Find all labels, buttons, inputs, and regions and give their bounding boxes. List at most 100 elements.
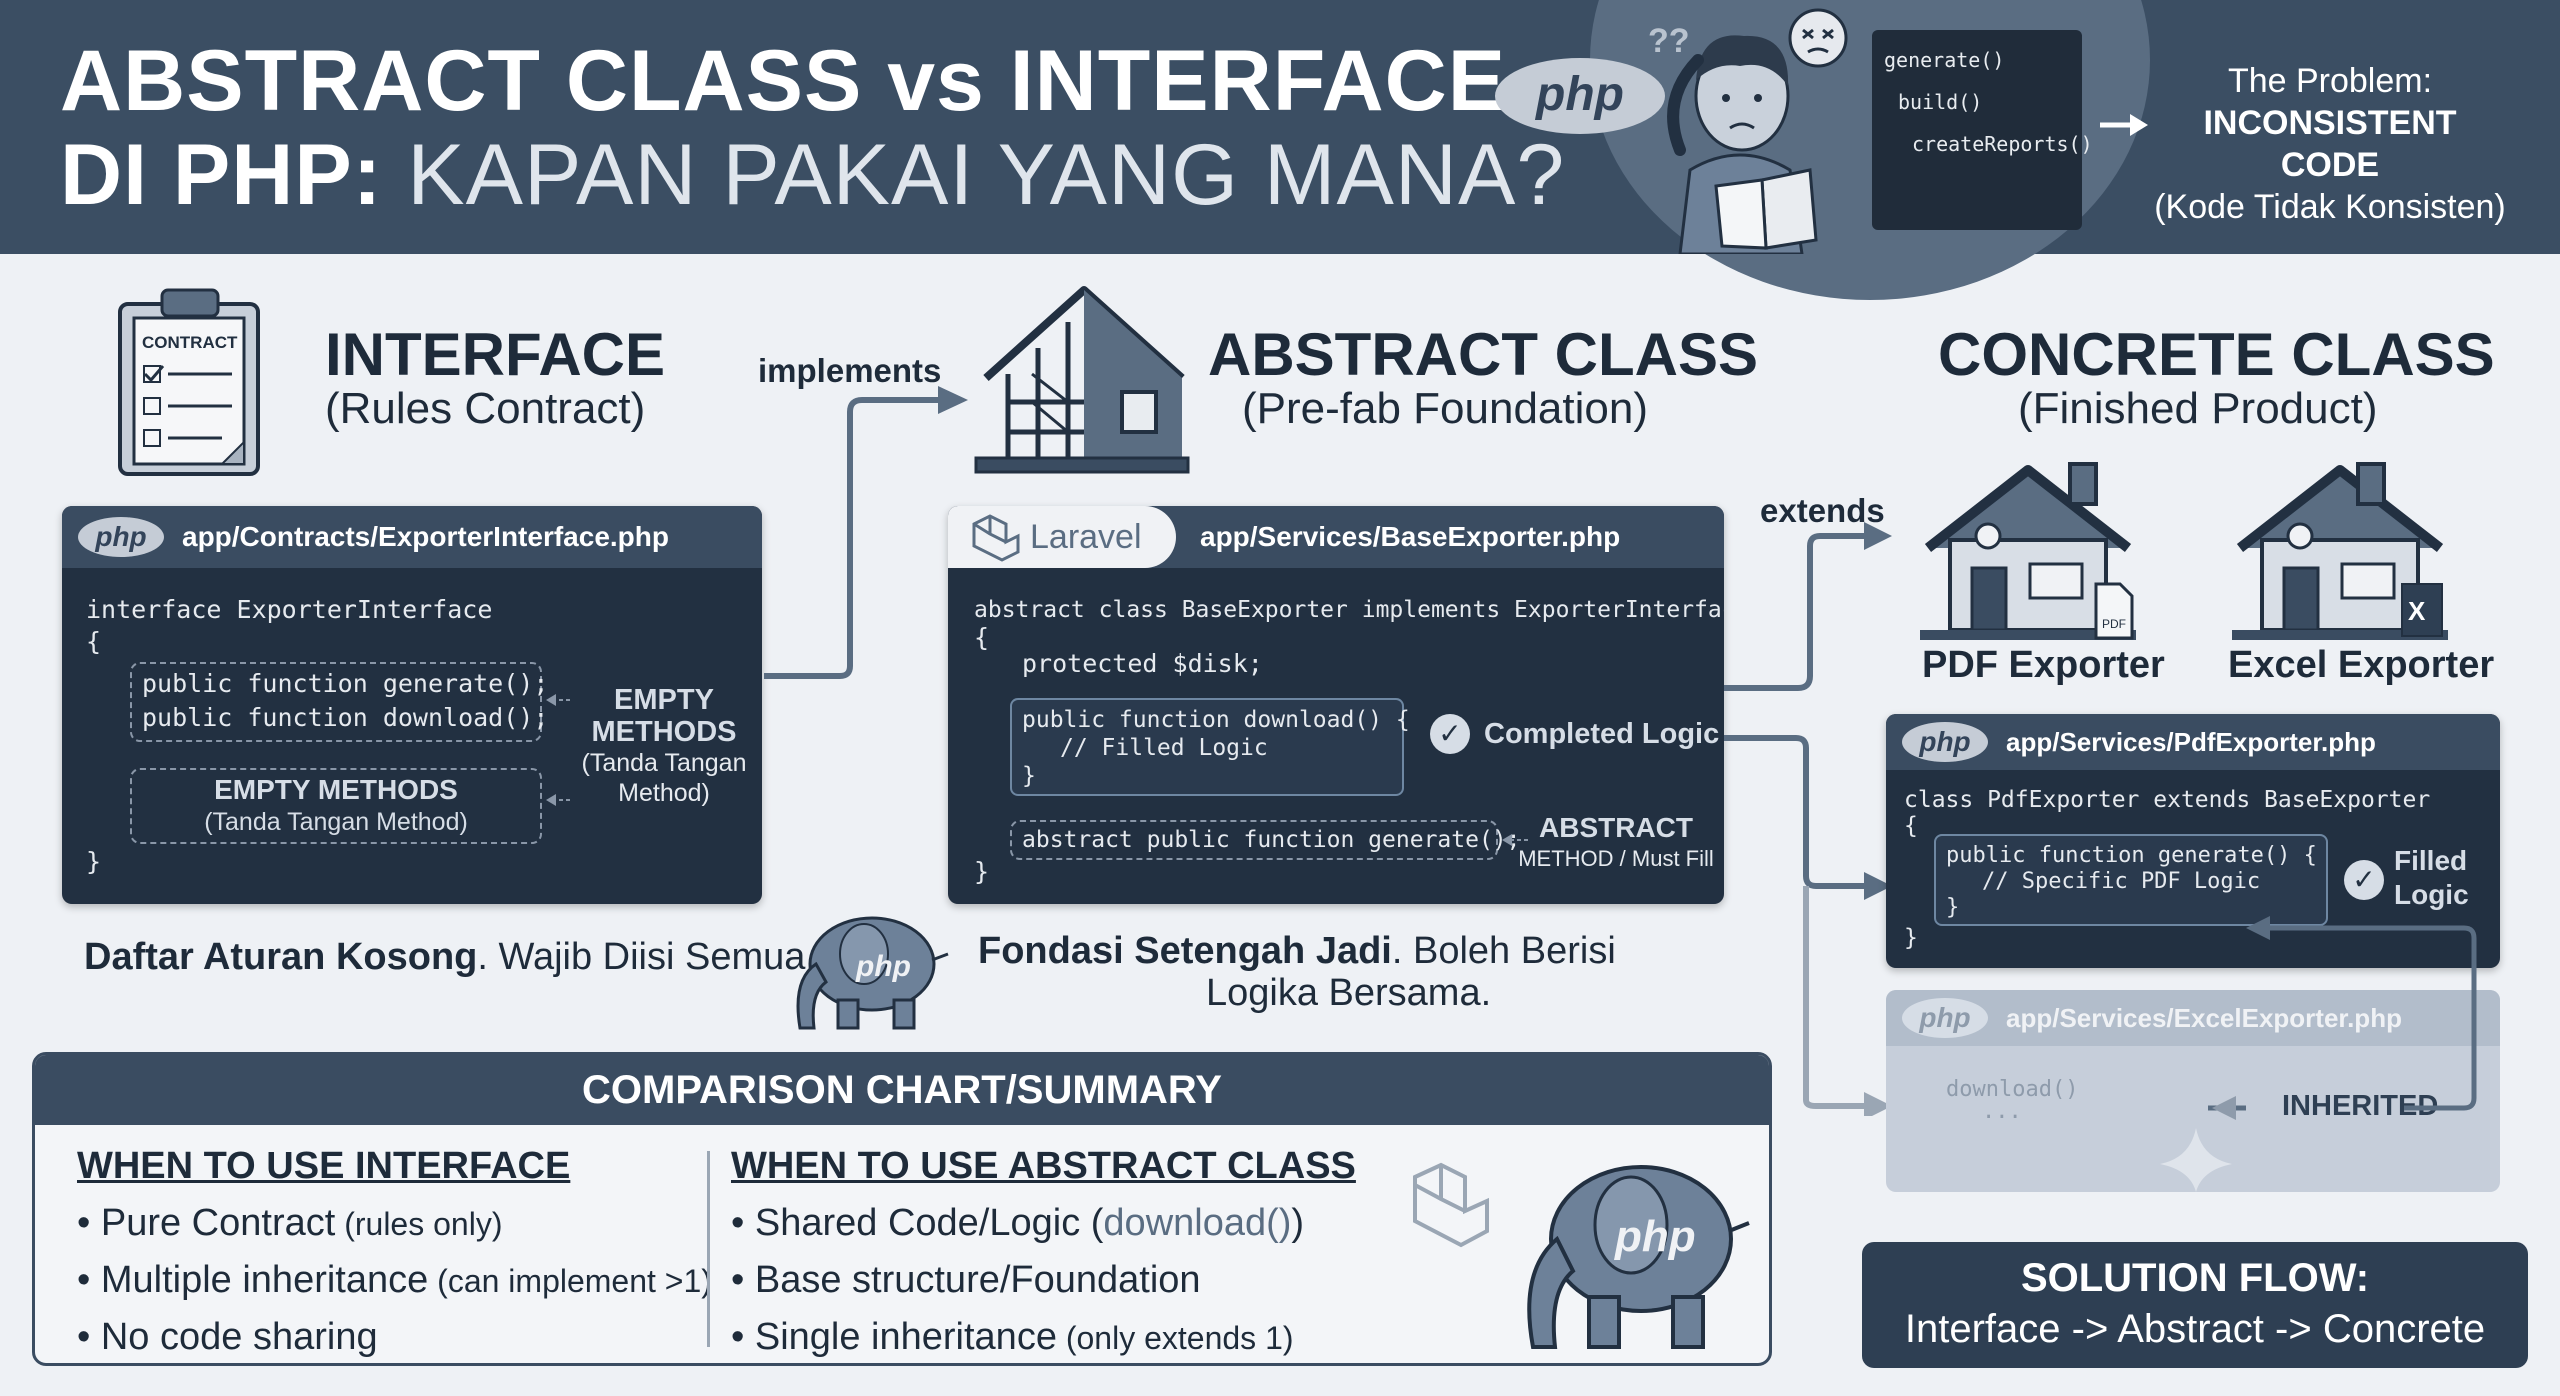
laravel-logo-icon — [972, 514, 1020, 562]
code-line: // Specific PDF Logic — [1982, 869, 2261, 894]
code-line: public function generate() { — [1946, 843, 2317, 868]
clipboard-label: CONTRACT — [142, 333, 238, 352]
check-icon: ✓ — [1430, 714, 1470, 754]
title-bold-part: DI PHP: — [60, 127, 383, 223]
problem-title: INCONSISTENT CODE — [2203, 104, 2457, 184]
interface-usage-title: WHEN TO USE INTERFACE — [77, 1145, 571, 1187]
page-title-line1: ABSTRACT CLASS vs INTERFACE — [60, 33, 1507, 129]
laravel-logo-pill: Laravel — [948, 506, 1176, 568]
code-line: public function generate(); — [142, 669, 549, 698]
file-path: app/Services/PdfExporter.php — [2006, 726, 2376, 757]
list-item: • Multiple inheritance (can implement >1… — [77, 1259, 712, 1302]
code-line: // Filled Logic — [1060, 735, 1268, 761]
pdf-exporter-label: PDF Exporter — [1922, 644, 2165, 686]
code-line: ... — [1982, 1099, 2022, 1124]
abstract-subtitle: (Pre-fab Foundation) — [1242, 384, 1648, 433]
completed-logic-label: Completed Logic — [1484, 717, 1720, 750]
bullet-note: (rules only) — [335, 1206, 503, 1242]
bullet-main: • Pure Contract — [77, 1202, 336, 1244]
bullet-main: • Base structure/Foundation — [731, 1259, 1201, 1301]
bullet-note: (can implement >1) — [428, 1263, 712, 1299]
list-item: • No code sharing — [77, 1316, 712, 1359]
code-line: } — [1904, 925, 1918, 951]
abstract-code-panel: Laravel app/Services/BaseExporter.php ab… — [948, 506, 1724, 904]
elephant-label: php — [1614, 1212, 1696, 1261]
bullet-main: • Multiple inheritance — [77, 1259, 429, 1301]
interface-usage-column: WHEN TO USE INTERFACE • Pure Contract (r… — [77, 1145, 712, 1359]
bullet-main: • Single inheritance — [731, 1316, 1057, 1358]
abstract-method-note-title: ABSTRACT — [1539, 812, 1693, 843]
problem-code-card: generate() build() createReports() — [1872, 30, 2093, 230]
filled-method-box — [1010, 698, 1404, 796]
confused-developer-icon: ?? — [1648, 8, 1848, 254]
filled-logic-note: Filled Logic — [2394, 844, 2469, 912]
concrete-subtitle: (Finished Product) — [2018, 384, 2378, 433]
code-line: { — [1904, 813, 1918, 839]
bullet-note: (only extends 1) — [1056, 1320, 1294, 1356]
code-line: class PdfExporter extends BaseExporter — [1904, 787, 2431, 813]
interface-title: INTERFACE — [325, 321, 666, 388]
svg-text:??: ?? — [1648, 22, 1690, 60]
arrow-right-icon — [2100, 114, 2148, 136]
code-line: download() — [1946, 1077, 2079, 1102]
empty-methods-subtitle: (Tanda Tangan Method) — [204, 808, 468, 836]
php-elephant-icon: php — [1527, 1165, 1750, 1349]
empty-methods-title: EMPTY METHODS — [214, 774, 458, 805]
extends-label: extends — [1760, 492, 1885, 529]
code-line: interface ExporterInterface — [86, 595, 493, 624]
comparison-summary: COMPARISON CHART/SUMMARY WHEN TO USE INT… — [32, 1052, 1772, 1366]
solution-flow-box: SOLUTION FLOW: Interface -> Abstract -> … — [1862, 1242, 2528, 1368]
implements-arrow-icon — [764, 386, 968, 679]
interface-caption: Daftar Aturan Kosong. Wajib Diisi Semua. — [84, 936, 816, 979]
abstract-caption-line2: Logika Bersama. — [1206, 972, 1492, 1014]
code-line: } — [974, 857, 990, 886]
empty-methods-side-title: EMPTY METHODS — [591, 684, 737, 748]
php-logo: php — [78, 517, 164, 557]
abstract-method-note-sub: METHOD / Must Fill — [1518, 846, 1714, 871]
excel-house-icon: X — [2232, 462, 2448, 640]
implements-label: implements — [758, 352, 942, 389]
inherited-arrow-icon — [2208, 916, 2477, 1120]
php-elephant-icon: php — [796, 916, 949, 1030]
abstract-usage-title: WHEN TO USE ABSTRACT CLASS — [731, 1145, 1356, 1187]
empty-methods-placeholder — [130, 768, 542, 844]
list-item: • Base structure/Foundation — [731, 1259, 1356, 1302]
sparkle-icon — [2160, 1128, 2232, 1192]
dashed-pointer-icon — [1502, 834, 1528, 846]
bullet-end: ) — [1291, 1202, 1305, 1244]
code-line: } — [1022, 763, 1036, 789]
bullet-code: download() — [1103, 1202, 1292, 1244]
php-logo: php — [1495, 58, 1665, 134]
problem-code-line: build() — [1898, 90, 1983, 114]
excel-code-panel: php app/Services/ExcelExporter.php downl… — [1886, 990, 2500, 1192]
caption-rest: . Boleh Berisi — [1391, 930, 1616, 972]
abstract-caption: Fondasi Setengah Jadi. Boleh Berisi — [978, 930, 1616, 973]
completed-logic-note: ✓ Completed Logic — [1430, 714, 1719, 754]
code-line: protected $disk; — [1022, 649, 1263, 678]
dashed-pointer-icon — [546, 694, 570, 806]
abstract-method-box — [1010, 820, 1498, 860]
problem-statement: The Problem: INCONSISTENT CODE (Kode Tid… — [2150, 60, 2510, 228]
interface-code-panel: php app/Contracts/ExporterInterface.php … — [62, 506, 762, 904]
laravel-wordmark: Laravel — [1030, 517, 1142, 556]
code-line: { — [974, 623, 990, 652]
elephant-label: php — [855, 950, 911, 983]
code-line: public function download(); — [142, 703, 549, 732]
php-logo: php — [1902, 998, 1988, 1038]
code-line: public function download() { — [1022, 707, 1410, 733]
panel-header: php app/Services/ExcelExporter.php — [1886, 990, 2500, 1046]
code-line: abstract class BaseExporter implements E… — [974, 597, 1724, 623]
list-item: • Pure Contract (rules only) — [77, 1202, 712, 1245]
list-item: • Shared Code/Logic (download()) — [731, 1202, 1356, 1245]
page-title-line2: DI PHP: KAPAN PAKAI YANG MANA? — [60, 126, 1565, 225]
laravel-logo-icon — [1413, 1162, 1489, 1248]
file-path: app/Services/BaseExporter.php — [1200, 521, 1621, 552]
check-icon: ✓ — [2344, 860, 2384, 900]
code-line: { — [86, 627, 102, 656]
bullet-main: • No code sharing — [77, 1316, 378, 1358]
clipboard-icon: CONTRACT — [118, 288, 260, 476]
solution-flow: Interface -> Abstract -> Concrete — [1904, 1307, 2486, 1351]
abstract-title: ABSTRACT CLASS — [1208, 321, 1758, 388]
code-line: } — [1946, 895, 1960, 920]
filled-logic-line2: Logic — [2394, 879, 2469, 910]
